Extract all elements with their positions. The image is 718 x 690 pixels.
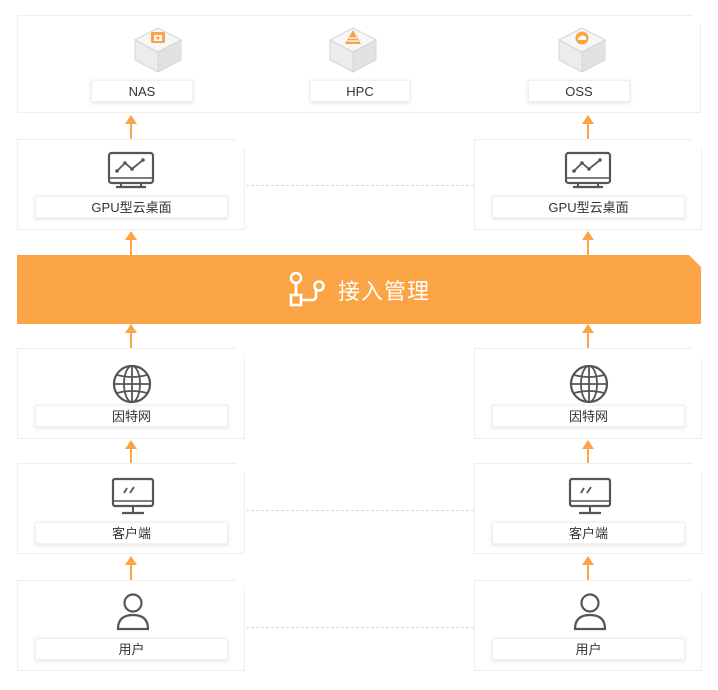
arrow-up-icon bbox=[125, 231, 137, 255]
monitor-chart-icon bbox=[563, 151, 613, 191]
gpu-desktop-label-left: GPU型云桌面 bbox=[35, 196, 228, 218]
access-management-title: 接入管理 bbox=[337, 278, 430, 304]
user-label-left: 用户 bbox=[35, 638, 228, 660]
client-label-right: 客户端 bbox=[492, 522, 685, 544]
oss-icon bbox=[555, 26, 609, 76]
gpu-desktop-card-right: GPU型云桌面 bbox=[474, 139, 702, 230]
internet-card-right: 因特网 bbox=[474, 348, 702, 439]
oss-label: OSS bbox=[528, 80, 630, 102]
arrow-up-icon bbox=[582, 324, 594, 348]
desktop-computer-icon bbox=[567, 477, 613, 517]
nas-label: NAS bbox=[91, 80, 193, 102]
storage-card: NAS HPC OSS bbox=[17, 15, 701, 113]
arrow-up-icon bbox=[125, 115, 137, 139]
desktop-computer-icon bbox=[110, 477, 156, 517]
internet-label-left: 因特网 bbox=[35, 405, 228, 427]
user-card-left: 用户 bbox=[17, 580, 245, 671]
user-label-right: 用户 bbox=[492, 638, 685, 660]
desktop-dashed-connector bbox=[246, 185, 474, 186]
nas-icon bbox=[131, 26, 185, 76]
arrow-up-icon bbox=[582, 231, 594, 255]
client-label-left: 客户端 bbox=[35, 522, 228, 544]
globe-icon bbox=[111, 363, 153, 405]
user-icon bbox=[115, 592, 151, 632]
hpc-icon bbox=[326, 26, 380, 76]
arrow-up-icon bbox=[582, 440, 594, 463]
hpc-label: HPC bbox=[310, 80, 410, 102]
gpu-desktop-label-right: GPU型云桌面 bbox=[492, 196, 685, 218]
arrow-up-icon bbox=[125, 556, 137, 580]
user-card-right: 用户 bbox=[474, 580, 702, 671]
user-dashed-connector bbox=[246, 627, 474, 628]
arrow-up-icon bbox=[582, 556, 594, 580]
access-management-banner: 接入管理 bbox=[17, 255, 701, 324]
internet-card-left: 因特网 bbox=[17, 348, 245, 439]
internet-label-right: 因特网 bbox=[492, 405, 685, 427]
client-card-right: 客户端 bbox=[474, 463, 702, 554]
flow-icon bbox=[288, 270, 328, 310]
user-icon bbox=[572, 592, 608, 632]
client-dashed-connector bbox=[246, 510, 474, 511]
monitor-chart-icon bbox=[106, 151, 156, 191]
gpu-desktop-card-left: GPU型云桌面 bbox=[17, 139, 245, 230]
client-card-left: 客户端 bbox=[17, 463, 245, 554]
arrow-up-icon bbox=[582, 115, 594, 139]
arrow-up-icon bbox=[125, 440, 137, 463]
globe-icon bbox=[568, 363, 610, 405]
arrow-up-icon bbox=[125, 324, 137, 348]
